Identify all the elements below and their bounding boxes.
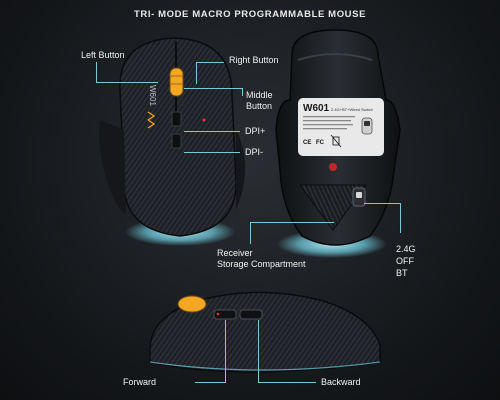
scroll-wheel-side	[177, 295, 207, 313]
fcc-mark-icon: FC	[316, 140, 325, 146]
model-name: W601	[303, 103, 330, 114]
leader-backward	[258, 320, 259, 382]
label-middle-button-line2: Button	[246, 101, 273, 111]
label-dpi-minus: DPI-	[245, 147, 263, 157]
ce-mark-icon: CE	[303, 140, 311, 146]
battery-cover	[299, 184, 367, 231]
leader-forward	[225, 320, 226, 382]
leader-left-button-h	[96, 82, 158, 83]
label-receiver-line2: Storage Compartment	[217, 259, 306, 269]
right-grip	[236, 130, 246, 210]
mouse-top-view: W601	[99, 37, 246, 246]
dpi-plus-button	[171, 111, 182, 127]
mouse-side-view	[149, 291, 381, 373]
dpi-minus-button	[171, 133, 182, 149]
label-middle-button-line1: Middle	[246, 90, 273, 100]
label-forward: Forward	[123, 377, 157, 387]
leader-backward-h	[258, 382, 316, 383]
leader-middle-button	[184, 88, 242, 89]
page-title: TRI- MODE MACRO PROGRAMMABLE MOUSE	[133, 9, 367, 20]
scroll-wheel	[169, 67, 184, 97]
optical-sensor	[329, 163, 337, 171]
thumb-rest	[99, 120, 126, 215]
backward-button	[239, 309, 263, 320]
leader-dpi-minus	[184, 152, 240, 153]
leader-receiver	[250, 222, 251, 244]
leader-right-button	[196, 62, 224, 63]
leader-receiver-h	[250, 222, 334, 223]
label-backward: Backward	[321, 377, 361, 387]
label-mode-2-4g: 2.4G	[396, 244, 416, 254]
leader-dpi-plus	[184, 131, 240, 132]
leader-left-button	[96, 62, 97, 82]
label-left-button: Left Button	[81, 50, 125, 60]
label-right-button: Right Button	[229, 55, 279, 65]
mouse-bottom-view: W601 2.4G+BT+Wired Switch CE FC	[275, 29, 401, 258]
label-mode-off: OFF	[396, 256, 414, 266]
label-plate	[298, 98, 384, 156]
model-subtitle: 2.4G+BT+Wired Switch	[331, 107, 373, 112]
forward-button	[213, 309, 237, 320]
leader-forward-h	[195, 382, 226, 383]
label-receiver-line1: Receiver	[217, 248, 253, 258]
side-logo: W601	[148, 85, 157, 106]
leader-mode-switch	[364, 203, 400, 204]
leader-right-button-v	[196, 62, 197, 84]
label-dpi-plus: DPI+	[245, 126, 266, 136]
recycle-bin-icon	[330, 134, 342, 148]
label-mode-bt: BT	[396, 268, 408, 278]
leader-middle-button-v	[242, 88, 243, 96]
leader-mode-switch-v	[400, 203, 401, 233]
